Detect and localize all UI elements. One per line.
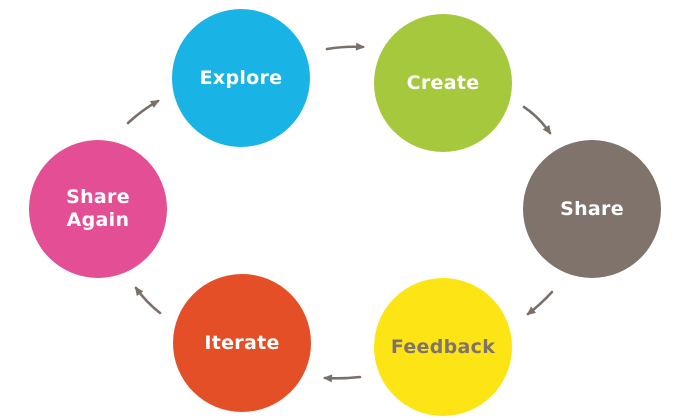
arrowhead-icon xyxy=(355,42,365,51)
node-explore-label: Explore xyxy=(199,66,283,89)
arrowhead-icon xyxy=(542,124,552,135)
node-feedback: Feedback xyxy=(374,278,512,416)
node-create: Create xyxy=(374,14,512,152)
node-share-again: Share Again xyxy=(29,140,167,278)
arrow-share-to-feedback xyxy=(526,290,554,316)
node-create-label: Create xyxy=(406,71,480,94)
arrowhead-icon xyxy=(323,374,333,383)
node-share-label: Share xyxy=(560,197,624,220)
arrow-create-to-share xyxy=(522,105,552,135)
arrowhead-icon xyxy=(149,100,160,108)
node-iterate-label: Iterate xyxy=(204,331,280,354)
arrowhead-icon xyxy=(526,306,536,316)
node-iterate: Iterate xyxy=(173,274,311,412)
arrow-share-again-to-explore xyxy=(126,99,160,125)
node-share: Share xyxy=(523,140,661,278)
node-feedback-label: Feedback xyxy=(390,335,496,358)
arrow-iterate-to-share-again xyxy=(134,286,162,315)
arrow-feedback-to-iterate xyxy=(323,374,362,383)
node-explore: Explore xyxy=(172,9,310,147)
node-share-again-label: Share Again xyxy=(66,186,130,231)
arrow-explore-to-create xyxy=(325,42,365,51)
arrowhead-icon xyxy=(134,286,144,297)
